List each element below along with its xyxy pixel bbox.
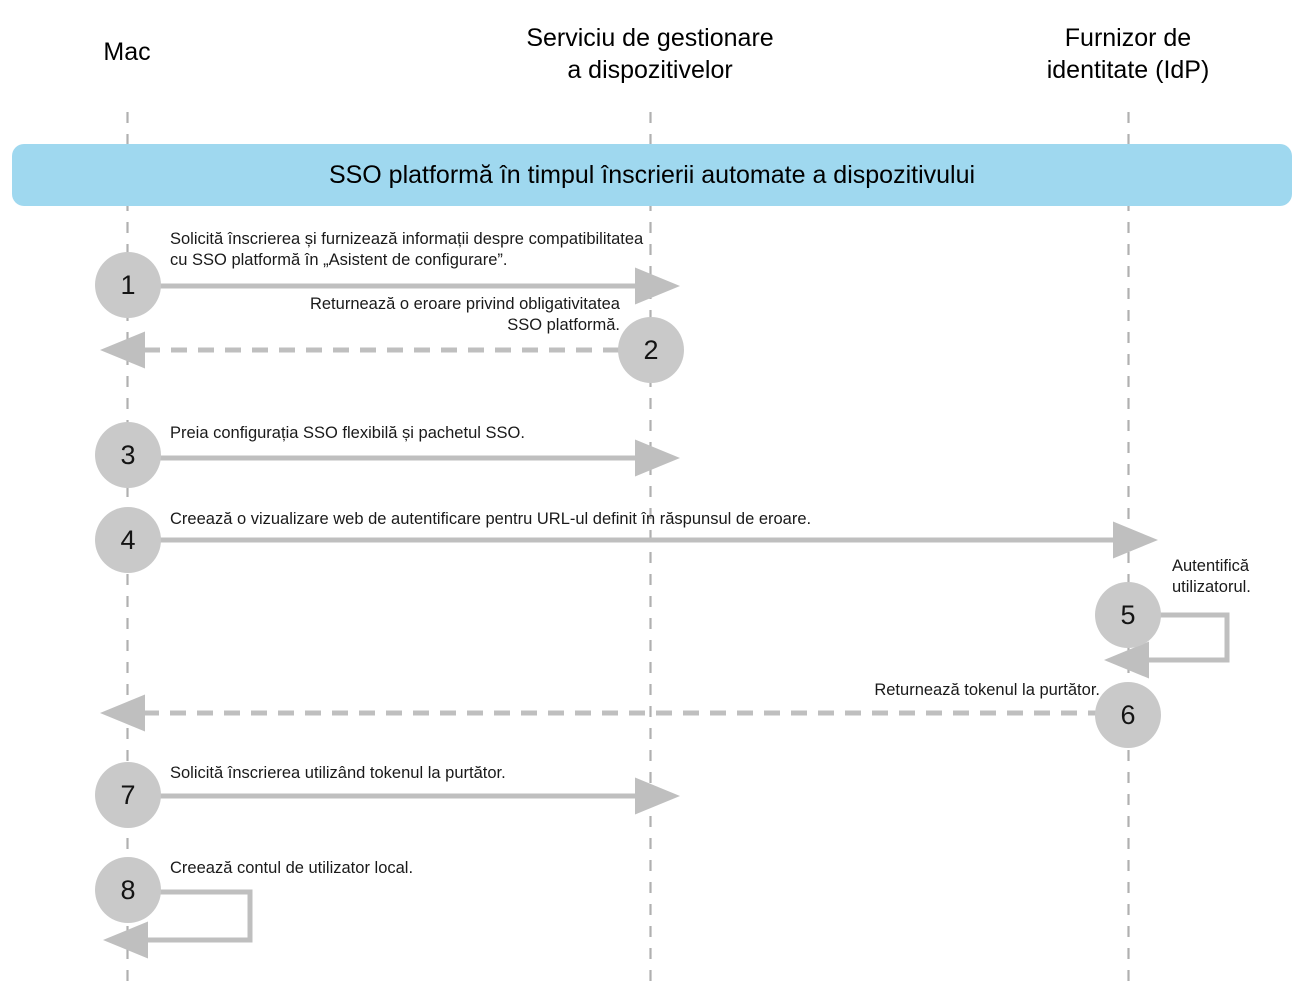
message-label-step-3: Preia configurația SSO flexibilă și pach… (170, 424, 525, 442)
arrow-step-5-self-loop (1104, 612, 1230, 679)
message-label-step-4: Creează o vizualizare web de autentifica… (170, 510, 812, 528)
step-badge-1[interactable]: 1 (95, 252, 161, 318)
step-badge-7[interactable]: 7 (95, 762, 161, 828)
message-label-step-6: Returnează tokenul la purtător. (874, 681, 1100, 699)
step-badge-3[interactable]: 3 (95, 422, 161, 488)
step-badge-4[interactable]: 4 (95, 507, 161, 573)
message-label-step-8: Creează contul de utilizator local. (170, 859, 414, 877)
message-label-step-1: Solicită înscrierea și furnizează inform… (170, 230, 644, 269)
participant-header-identity-provider: Furnizor de identitate (IdP) (1046, 24, 1210, 84)
participant-header-mac: Mac (103, 38, 151, 66)
participant-header-device-management-service: Serviciu de gestionare a dispozitivelor (526, 24, 774, 84)
phase-banner-label: SSO platformă în timpul înscrierii autom… (328, 160, 976, 189)
step-badge-5[interactable]: 5 (1095, 582, 1161, 648)
message-label-step-5: Autentifică utilizatorul. (1172, 557, 1251, 596)
step-badge-8[interactable]: 8 (95, 857, 161, 923)
step-badge-2[interactable]: 2 (618, 317, 684, 383)
step-badge-6[interactable]: 6 (1095, 682, 1161, 748)
message-label-step-2: Returnează o eroare privind obligativita… (309, 295, 620, 334)
phase-banner: SSO platformă în timpul înscrierii autom… (12, 144, 1292, 206)
message-label-step-7: Solicită înscrierea utilizând tokenul la… (170, 764, 506, 782)
arrow-step-8-self-loop (103, 889, 253, 959)
